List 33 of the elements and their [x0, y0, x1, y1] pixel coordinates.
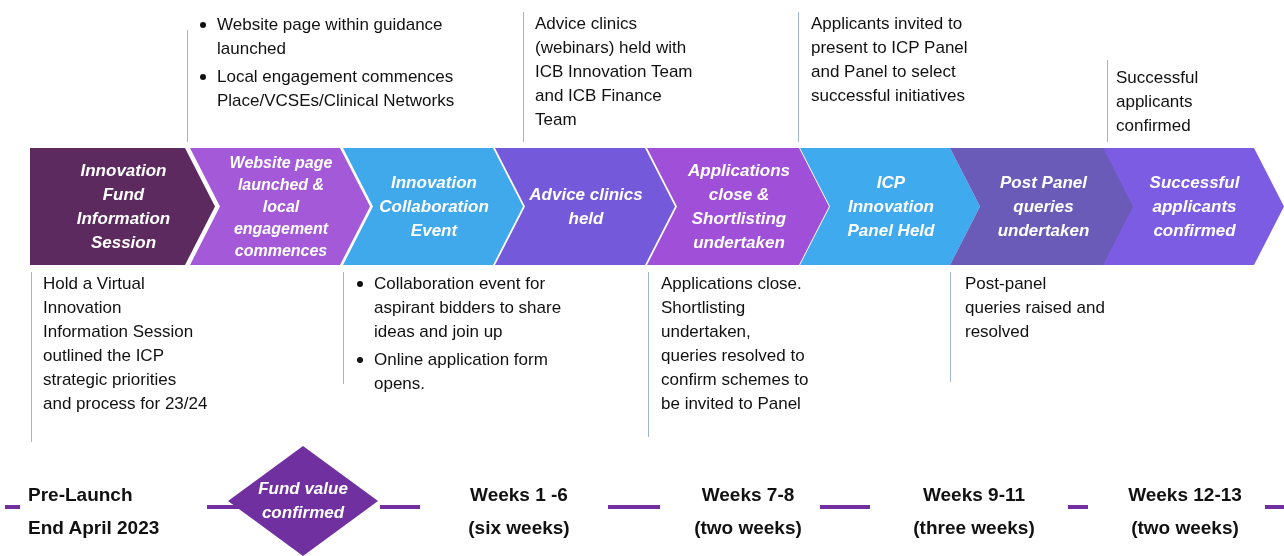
description-text: Advice clinics (webinars) held with ICB Innovation Team and ICB Finance Team [535, 13, 694, 131]
bullet-text: Website page within guidance launched [217, 13, 495, 61]
step-label: Innovation Fund Information Session [75, 159, 172, 254]
chevron-step [800, 148, 980, 265]
step-label: ICP Innovation Panel Held [846, 171, 936, 242]
step-label: Innovation Collaboration Event [378, 171, 490, 242]
chevron-step [495, 148, 675, 265]
timeline-label: Weeks 7-8 (two weeks) [693, 483, 803, 540]
chevron-step [343, 148, 523, 265]
chevron-step [190, 148, 370, 265]
description-text: Successful applicants confirmed [1116, 67, 1200, 137]
step-label: Fund value confirmed [257, 478, 349, 524]
chevron-step [1103, 148, 1284, 265]
timeline-label: Weeks 9-11 (three weeks) [912, 483, 1036, 540]
step-label: Successful applicants confirmed [1148, 171, 1241, 242]
timeline-label: Weeks 12-13 (two weeks) [1127, 483, 1243, 540]
bullet-text: Local engagement commences Place/VCSEs/Clinical Networks [217, 65, 495, 113]
bullet-text: Collaboration event for aspirant bidders to share ideas and join up [374, 272, 592, 344]
timeline-label: Weeks 1 -6 (six weeks) [467, 483, 571, 540]
chevron-step [647, 148, 829, 265]
description-text: Applications close. Shortlisting undertaken, queries resolved to confirm schemes to be invited to Panel [661, 273, 810, 415]
step-label: Applications close & Shortlisting undertaken [687, 159, 791, 254]
description-text: Hold a Virtual Innovation Information Session outlined the ICP strategic priorities and process for 23/24 [43, 273, 208, 415]
chevron-step [30, 148, 215, 265]
step-label: Post Panel queries undertaken [996, 171, 1091, 242]
description-text: Applicants invited to present to ICP Panel and Panel to select successful initiatives [811, 13, 969, 107]
description-text: Post-panel queries raised and resolved [965, 273, 1105, 343]
timeline-label: Pre-Launch End April 2023 [28, 483, 161, 540]
step-label: Advice clinics held [528, 183, 644, 230]
bullet-text: Online application form opens. [374, 348, 592, 396]
milestone-diamond [228, 446, 378, 556]
chevron-step [950, 148, 1135, 265]
step-label: Website page launched & local engagement commences [228, 152, 334, 261]
